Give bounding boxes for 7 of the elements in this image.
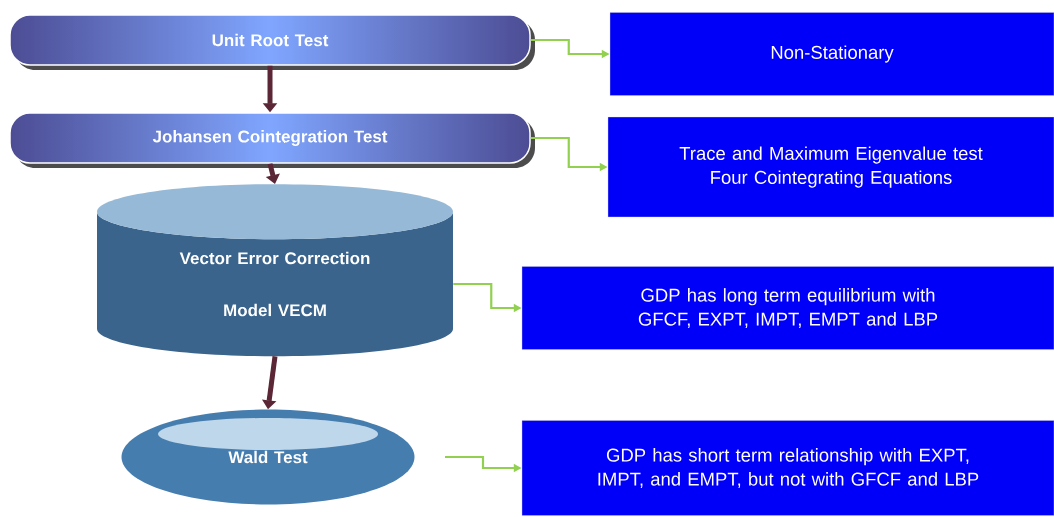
result-box: GDP has long term equilibrium with GFCF, EXPT, IMPT, EMPT and LBP (521, 266, 1054, 350)
result-box: GDP has short term relationship with EXPT, IMPT, and EMPT, but not with GFCF and LBP (521, 420, 1054, 516)
process-pill: Unit Root Test (9, 14, 535, 70)
process-pill: Johansen Cointegration Test (9, 112, 535, 168)
model-cylinder: Vector Error Correction Model VECM (97, 184, 453, 357)
result-box: Trace and Maximum Eigenvalue test Four Cointegrating Equations (607, 116, 1054, 218)
result-box: Non-Stationary (609, 12, 1054, 96)
